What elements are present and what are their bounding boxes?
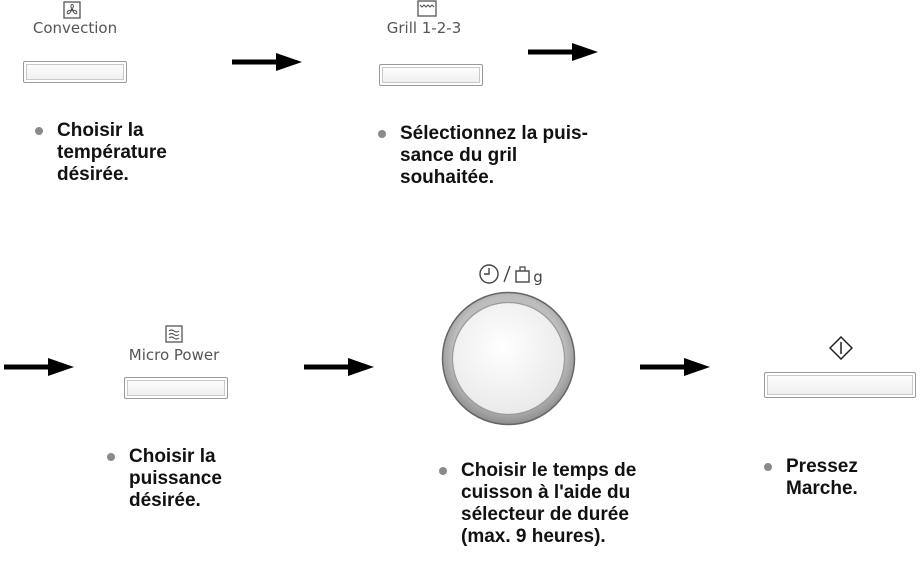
- arrow-right-icon: [528, 43, 598, 61]
- grill-label: Grill 1-2-3: [386, 19, 462, 37]
- arrow-right-icon: [232, 53, 302, 71]
- grill-button[interactable]: [379, 64, 483, 86]
- convection-label: Convection: [32, 19, 118, 37]
- step-choose-cooking-time: Choisir le temps de cuisson à l'aide du …: [437, 460, 707, 548]
- step-select-grill-power: Sélectionnez la puis- sance du gril souh…: [376, 123, 636, 189]
- fan-icon: [63, 1, 81, 19]
- start-diamond-icon: [829, 336, 853, 360]
- arrow-right-icon: [4, 358, 74, 376]
- dial-weight-unit: g: [533, 268, 543, 286]
- microwave-waves-icon: [165, 325, 183, 343]
- micro-power-label: Micro Power: [128, 346, 220, 364]
- clock-weight-icon: [478, 262, 546, 286]
- step-choose-power: Choisir la puissance désirée.: [105, 446, 285, 512]
- convection-button[interactable]: [23, 61, 127, 83]
- arrow-right-icon: [304, 358, 374, 376]
- step-choose-temperature: Choisir la température désirée.: [33, 120, 233, 186]
- start-button[interactable]: [764, 372, 916, 398]
- arrow-right-icon: [640, 358, 710, 376]
- micro-power-button[interactable]: [124, 377, 228, 399]
- duration-dial[interactable]: [440, 290, 577, 427]
- grill-icon: [417, 0, 437, 17]
- step-press-start: Pressez Marche.: [762, 456, 912, 500]
